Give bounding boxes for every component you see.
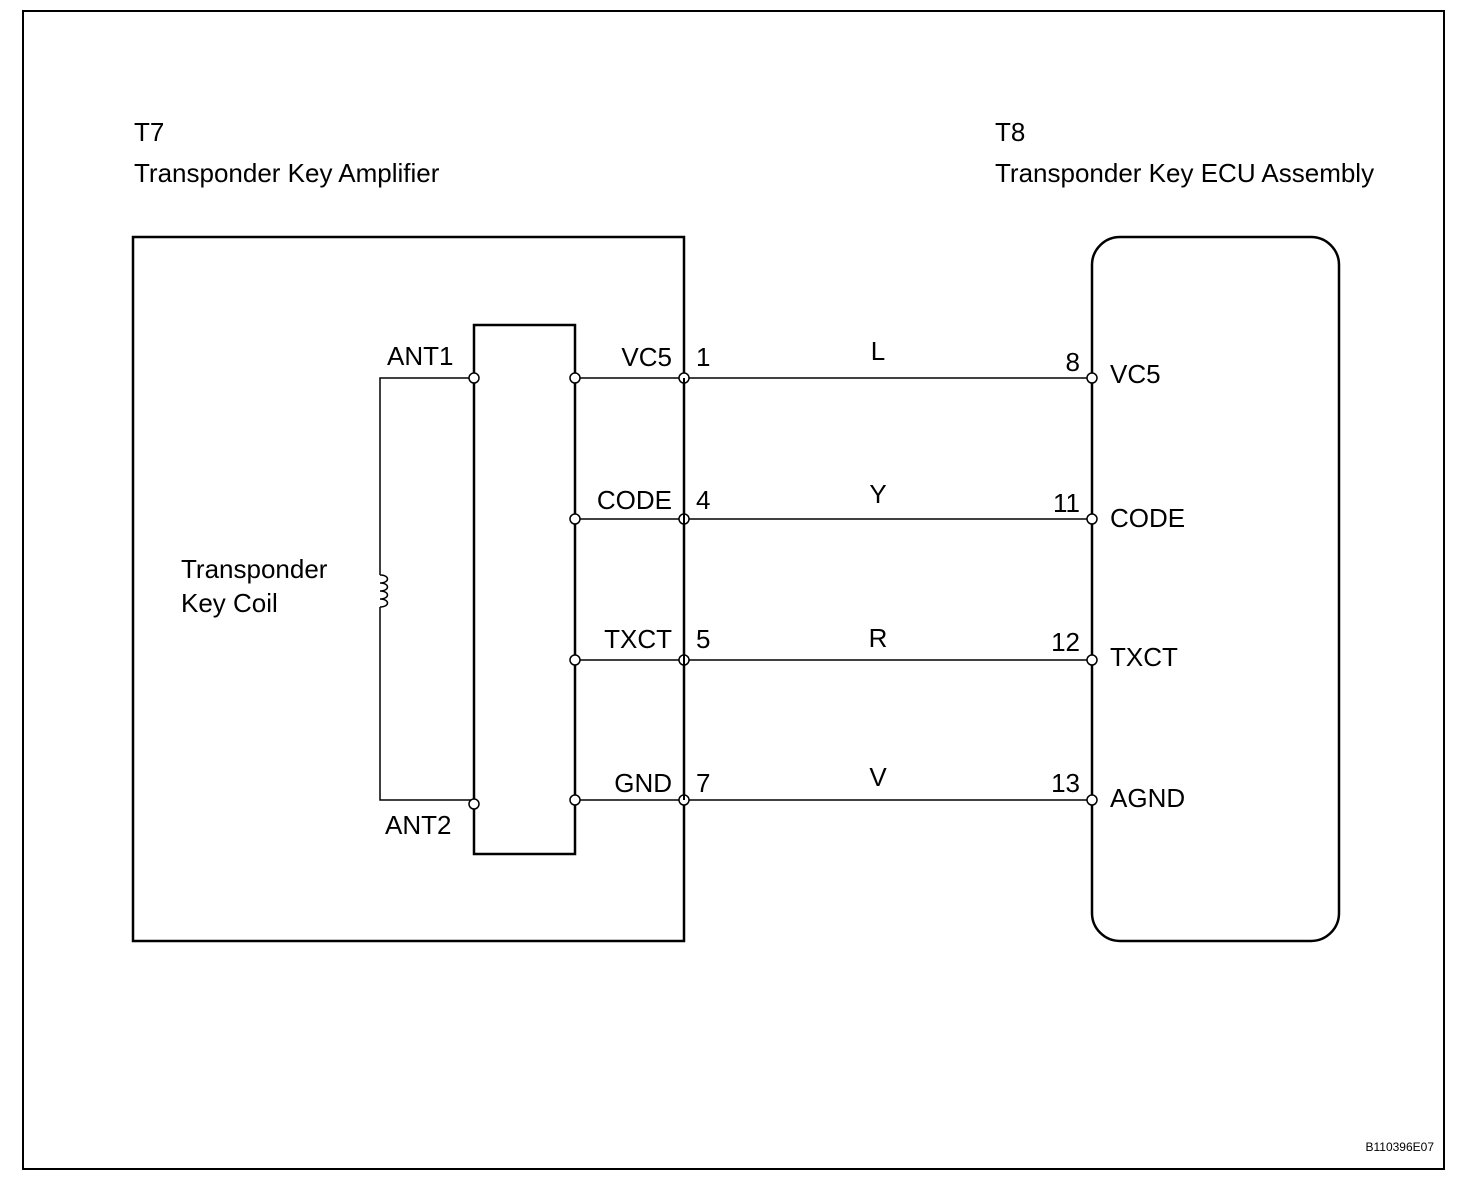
module-terminal (569, 794, 581, 806)
ecu-connector-terminal (1086, 513, 1098, 525)
wire-txct: TXCT 5 R 12 TXCT (569, 623, 1178, 672)
ant1-terminal (468, 372, 480, 384)
left-pin-number: 7 (696, 768, 710, 798)
right-pin-number: 13 (1051, 768, 1080, 798)
coil-circuit (379, 377, 474, 801)
coil-icon (379, 574, 389, 608)
module-terminal (569, 654, 581, 666)
wire-vc5: VC5 1 L 8 VC5 (569, 336, 1161, 389)
ecu-connector-terminal (1086, 654, 1098, 666)
right-pin-number: 11 (1053, 488, 1080, 518)
right-signal-label: VC5 (1110, 359, 1161, 389)
ant1-label: ANT1 (387, 341, 453, 371)
right-signal-label: AGND (1110, 783, 1185, 813)
left-signal-label: GND (614, 768, 672, 798)
left-signal-label: TXCT (604, 624, 672, 654)
ecu-box (1090, 235, 1341, 943)
wire-gnd: GND 7 V 13 AGND (569, 762, 1185, 813)
coil-label-line2: Key Coil (181, 588, 278, 618)
module-terminal (569, 513, 581, 525)
right-signal-label: TXCT (1110, 642, 1178, 672)
right-pin-number: 12 (1051, 627, 1080, 657)
left-signal-label: CODE (597, 485, 672, 515)
wire-color: L (871, 336, 885, 366)
t8-id: T8 (995, 117, 1025, 147)
module-terminal (569, 372, 581, 384)
coil-label-line1: Transponder (181, 554, 328, 584)
left-pin-number: 1 (696, 342, 710, 372)
ant2-label: ANT2 (385, 810, 451, 840)
right-signal-label: CODE (1110, 503, 1185, 533)
left-pin-number: 5 (696, 624, 710, 654)
wire-color: R (869, 623, 888, 653)
t7-name: Transponder Key Amplifier (134, 158, 440, 188)
t8-name: Transponder Key ECU Assembly (995, 158, 1374, 188)
left-signal-label: VC5 (621, 342, 672, 372)
wire-color: V (869, 762, 887, 792)
ant2-terminal (468, 798, 480, 810)
amplifier-module (472, 323, 577, 856)
figure-code: B110396E07 (1365, 1140, 1434, 1154)
ecu-connector-terminal (1086, 372, 1098, 384)
right-pin-number: 8 (1066, 347, 1080, 377)
wire-color: Y (869, 479, 886, 509)
wire-code: CODE 4 Y 11 CODE (569, 479, 1185, 533)
ecu-connector-terminal (1086, 794, 1098, 806)
diagram-frame (22, 10, 1445, 1170)
t7-id: T7 (134, 117, 164, 147)
left-pin-number: 4 (696, 485, 710, 515)
